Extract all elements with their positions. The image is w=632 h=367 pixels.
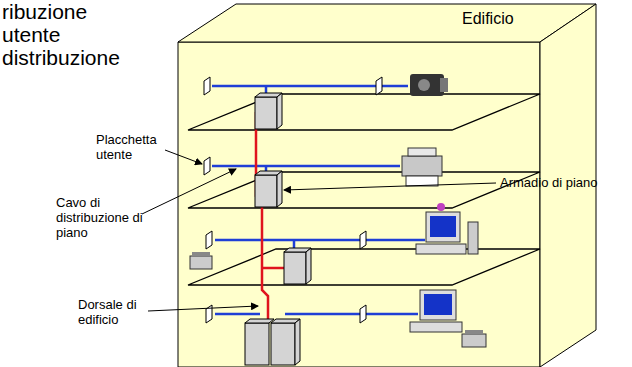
leader-arrows [142,150,496,311]
slide-text: utente [2,23,60,47]
floor-cables [212,86,425,314]
floor-planes [188,94,540,285]
telephone [190,252,212,269]
plate-label: Placchetta utente [96,133,166,163]
cabinet-label: Armadio di piano [500,176,598,191]
desktop-computer [416,203,478,254]
cable-label: Cavo di distribuzione di piano [56,196,146,241]
slide-text: distribuzione [2,46,120,70]
telephone [462,330,486,347]
building-label: Edificio [462,10,514,28]
printer [402,148,442,186]
user-plates [204,77,382,323]
building-backbone [256,112,286,323]
video-camera [410,74,448,96]
backbone-label: Dorsale di edificio [78,298,150,328]
slide-text: ribuzione [2,0,87,24]
desktop-computer [410,290,462,332]
floor-cabinets [245,93,311,365]
